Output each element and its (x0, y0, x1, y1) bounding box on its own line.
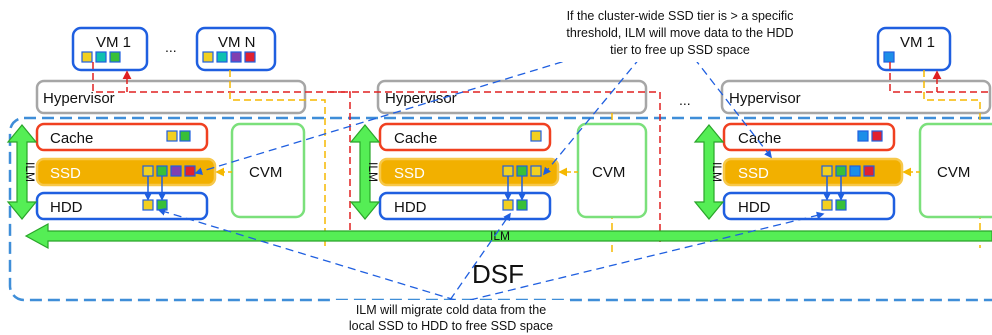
hypervisor-box (720, 79, 992, 115)
data-block-yellow (821, 199, 833, 211)
data-block-yellow (502, 199, 514, 211)
ilm-vertical-label: ILM (23, 162, 37, 182)
annotation-pointer (693, 57, 772, 159)
node-3: VM 1 Hypervisor Cache SSD HDD CVM ILM (693, 26, 992, 248)
hypervisor-label: Hypervisor (385, 90, 457, 107)
data-block-green (179, 130, 191, 142)
cache-label: Cache (50, 130, 93, 147)
ilm-horizontal-label: ILM (490, 229, 510, 243)
hypervisor-label: Hypervisor (43, 90, 115, 107)
ilm-vertical-arrow (6, 124, 38, 220)
dsf-container (8, 116, 992, 302)
dsf-label: DSF (472, 259, 524, 289)
data-block-purple (230, 51, 242, 63)
cache-tier (378, 122, 552, 152)
data-block-teal (95, 51, 107, 63)
ssd-label: SSD (394, 165, 425, 182)
data-block-green (516, 165, 528, 177)
cvm-label: CVM (937, 164, 970, 181)
node-1: VM 1 ... VM N Hypervisor Cache SSD (6, 26, 351, 248)
data-block-red (184, 165, 196, 177)
data-block-yellow (530, 165, 542, 177)
annotation-top: If the cluster-wide SSD tier is > a spec… (535, 6, 825, 62)
data-block-yellow (530, 130, 542, 142)
vm-n-label: VM N (218, 34, 256, 51)
ilm-horizontal-arrow (24, 222, 992, 250)
annotation-top-line-1: If the cluster-wide SSD tier is > a spec… (567, 9, 794, 23)
annotation-bottom: ILM will migrate cold data from the loca… (330, 300, 570, 335)
ilm-vertical-label: ILM (710, 162, 724, 182)
data-block-yellow (142, 165, 154, 177)
vm-1-label: VM 1 (900, 34, 935, 51)
vm-ellipsis: ... (165, 39, 177, 55)
annotation-pointer (194, 57, 576, 175)
data-block-yellow (202, 51, 214, 63)
data-block-green (156, 199, 168, 211)
ilm-vertical-label: ILM (366, 162, 380, 182)
data-block-blue (849, 165, 861, 177)
cvm-box (230, 122, 306, 219)
write-path (92, 62, 351, 242)
data-block-blue (857, 130, 869, 142)
data-block-purple (170, 165, 182, 177)
annotation-pointer (469, 211, 825, 301)
data-block-yellow (81, 51, 93, 63)
cvm-label: CVM (249, 164, 282, 181)
data-block-blue (883, 51, 895, 63)
node-2: Hypervisor Cache SSD HDD CVM ILM (330, 79, 661, 255)
cvm-label: CVM (592, 164, 625, 181)
hdd-label: HDD (50, 199, 83, 216)
cvm-path (229, 70, 326, 248)
data-block-teal (216, 51, 228, 63)
data-block-yellow (166, 130, 178, 142)
ilm-vertical-arrow (693, 124, 725, 220)
annotation-top-line-2: threshold, ILM will move data to the HDD (566, 26, 793, 40)
annotation-top-line-3: tier to free up SSD space (610, 43, 750, 57)
write-path (330, 91, 661, 242)
node-ellipsis: ... (679, 92, 691, 108)
hdd-label: HDD (394, 199, 427, 216)
data-block-yellow (502, 165, 514, 177)
data-block-green (109, 51, 121, 63)
cvm-box (918, 122, 992, 219)
data-block-green (516, 199, 528, 211)
data-block-yellow (821, 165, 833, 177)
data-block-green (835, 199, 847, 211)
annotation-bottom-line-2: local SSD to HDD to free SSD space (349, 319, 553, 333)
hypervisor-box (376, 79, 648, 115)
data-block-green (835, 165, 847, 177)
data-block-green (156, 165, 168, 177)
cache-tier (722, 122, 896, 152)
cache-label: Cache (394, 130, 437, 147)
data-block-red (871, 130, 883, 142)
data-block-yellow (142, 199, 154, 211)
hdd-tier (722, 191, 896, 221)
ssd-label: SSD (50, 165, 81, 182)
cache-label: Cache (738, 130, 781, 147)
annotation-pointer (449, 212, 511, 301)
annotation-pointer (157, 208, 456, 301)
hypervisor-box (35, 79, 307, 115)
annotation-bottom-line-1: ILM will migrate cold data from the (356, 303, 546, 317)
data-block-red (244, 51, 256, 63)
vm-1-box (876, 26, 952, 72)
cache-tier (35, 122, 209, 152)
cvm-box (576, 122, 648, 219)
ssd-label: SSD (738, 165, 769, 182)
hdd-label: HDD (738, 199, 771, 216)
vm-1-label: VM 1 (96, 34, 131, 51)
ilm-vertical-arrow (349, 124, 381, 220)
data-block-red (863, 165, 875, 177)
hypervisor-label: Hypervisor (729, 90, 801, 107)
